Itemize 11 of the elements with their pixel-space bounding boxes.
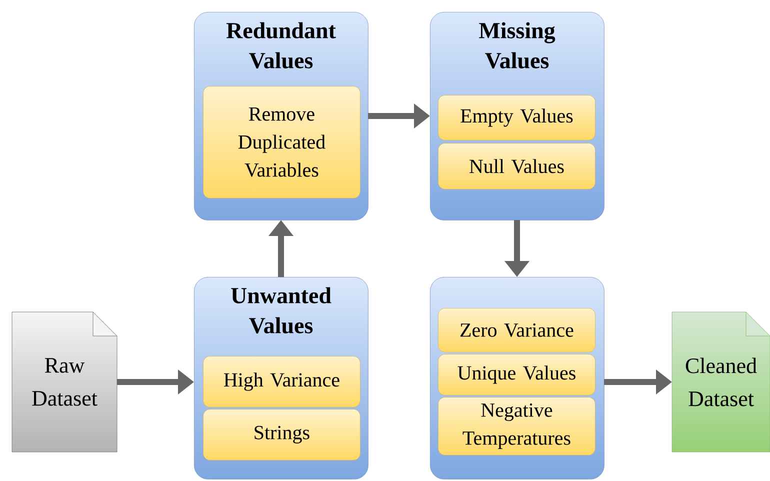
item-box: High Variance: [203, 356, 360, 408]
group-title: Missing Values: [479, 22, 556, 68]
item-box: Null Values: [438, 143, 596, 190]
group-title: Redundant Values: [226, 22, 336, 68]
item-box: Zero Variance: [438, 308, 596, 352]
item-box: Empty Values: [438, 95, 596, 140]
item-box: Remove Duplicated Variables: [203, 86, 360, 198]
item-box: Strings: [203, 409, 360, 460]
item-box: Negative Temperatures: [438, 397, 596, 456]
group-title: Unwanted Values: [231, 287, 332, 334]
item-box: Unique Values: [438, 354, 596, 396]
